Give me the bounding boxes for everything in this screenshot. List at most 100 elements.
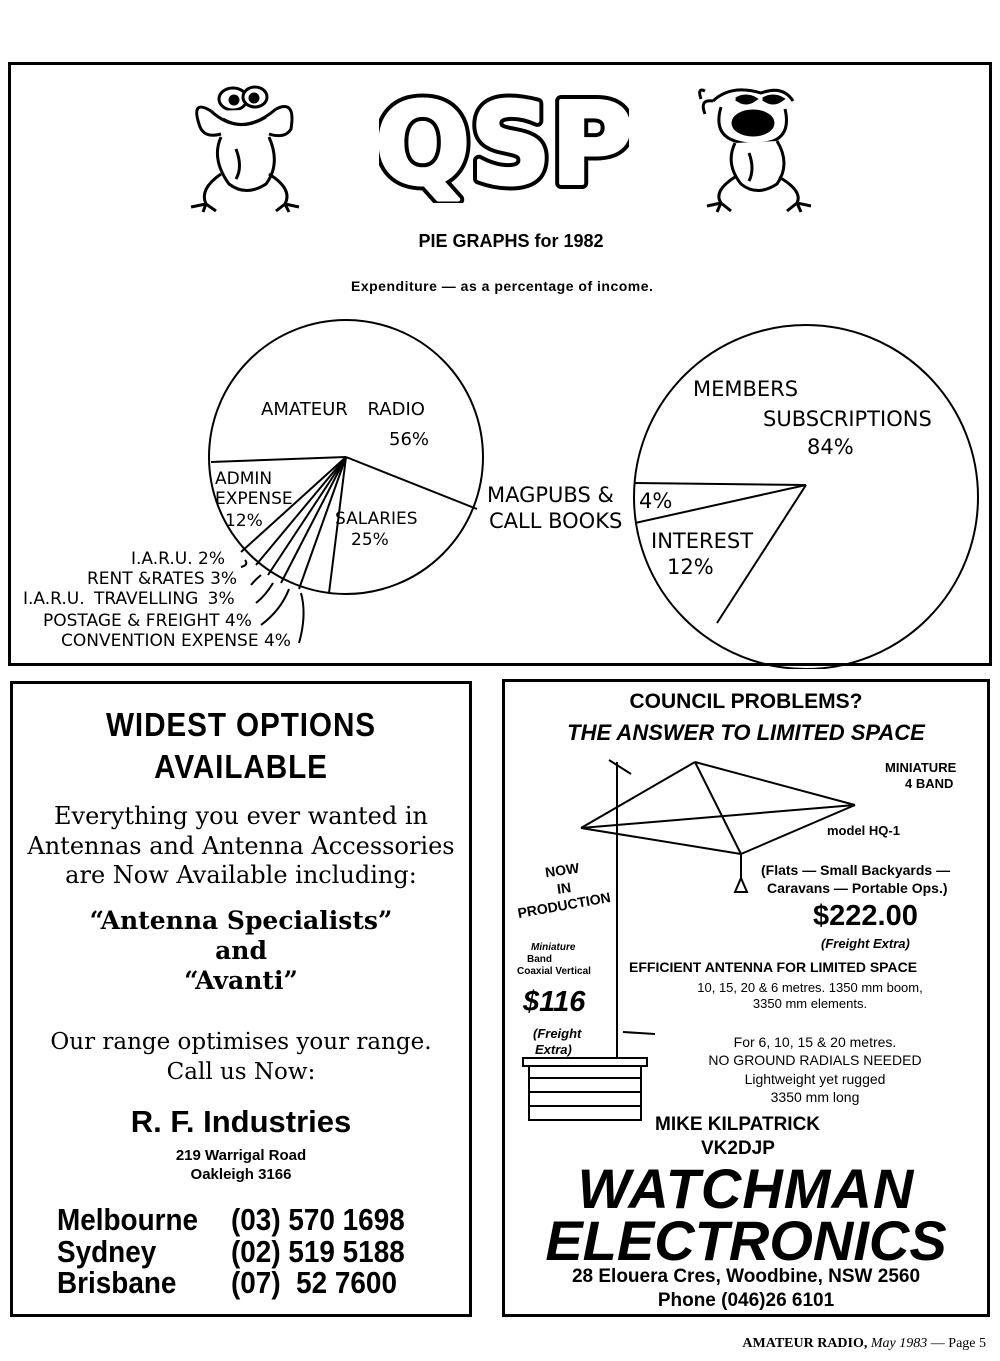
rf-address-1: 219 Warrigal Road <box>175 1147 307 1164</box>
rf-headline-2: AVAILABLE <box>154 748 328 785</box>
interest-value: 12% <box>667 555 714 579</box>
interest-label: INTEREST <box>651 529 754 553</box>
antenna-arm-2 <box>694 761 856 806</box>
rf-body-1: Everything you ever wanted in <box>54 802 428 830</box>
iaru-label: I.A.R.U. 2% <box>131 549 225 569</box>
rf-brand-and: and <box>215 936 267 965</box>
vertical-miniature: Miniature <box>531 942 576 953</box>
watchman-callsign: VK2DJP <box>701 1138 775 1159</box>
watchman-spec-2: 3350 mm elements. <box>752 996 868 1011</box>
admin-value: 12% <box>225 511 263 531</box>
iaru-travelling-label: I.A.R.U. TRAVELLING 3% <box>23 589 235 609</box>
vertical-yagi-boom <box>622 1031 656 1035</box>
watchman-price-vertical: $116 <box>523 986 586 1018</box>
members-value: 84% <box>807 435 854 459</box>
watchman-company-2: ELECTRONICS <box>545 1209 947 1272</box>
leader-rent <box>250 574 262 586</box>
watchman-spec-1: 10, 15, 20 & 6 metres. 1350 mm boom, <box>697 980 923 995</box>
watchman-miniature: MINIATURE <box>885 760 957 775</box>
antenna-arm-1 <box>580 761 696 829</box>
slice-divider-admin-top <box>210 456 347 463</box>
slice-divider-salaries <box>328 456 347 594</box>
rf-brand-2: “Avanti” <box>184 966 298 995</box>
rf-company-name: R. F. Industries <box>130 1104 352 1139</box>
watchman-spec-4: NO GROUND RADIALS NEEDED <box>708 1052 922 1068</box>
vertical-coaxial: Coaxial Vertical <box>517 966 591 977</box>
watchman-flats-2: Caravans — Portable Ops.) <box>767 880 948 896</box>
rf-brand-1: “Antenna Specialists” <box>89 906 393 935</box>
qsp-logo-text-inner: QSP <box>379 83 629 203</box>
footer-issue: May 1983 <box>870 1336 928 1351</box>
qsp-section: QSP QSP PIE GRAPHS for 1982 Expenditure … <box>8 62 992 669</box>
watchman-price-main: $222.00 <box>813 900 918 932</box>
watchman-spec-5: Lightweight yet rugged <box>744 1071 886 1087</box>
members-label: MEMBERS <box>693 377 799 401</box>
postage-label: POSTAGE & FREIGHT 4% <box>43 611 252 631</box>
callbooks-label: CALL BOOKS <box>489 509 623 533</box>
magpubs-value: 4% <box>639 489 673 513</box>
footer-page: — Page 5 <box>930 1336 986 1351</box>
rf-phone-number-melbourne: (03) 570 1698 <box>231 1202 405 1237</box>
vertical-freight-1: (Freight <box>533 1026 582 1041</box>
frog-left-illustration <box>190 85 300 213</box>
amateur-radio-value: 56% <box>389 429 430 450</box>
slice-divider-admin-bottom <box>240 456 347 553</box>
slice-divider-postage <box>298 456 347 590</box>
watchman-headline-2: THE ANSWER TO LIMITED SPACE <box>567 720 925 745</box>
convention-label: CONVENTION EXPENSE 4% <box>61 631 291 651</box>
rf-phone-number-sydney: (02) 519 5188 <box>231 1234 405 1269</box>
qsp-logo: QSP QSP <box>379 83 629 203</box>
pie-graphs-heading: PIE GRAPHS for 1982 <box>418 231 604 251</box>
expenditure-pie-chart <box>208 319 979 669</box>
now-in-production-2: IN <box>555 879 573 897</box>
leader-postage <box>260 588 290 626</box>
magpubs-label: MAGPUBS & <box>487 483 614 507</box>
expenditure-pie-outline <box>208 319 484 595</box>
leader-iaru <box>240 559 248 568</box>
rf-body-3: are Now Available including: <box>65 861 417 889</box>
antenna-arm-4 <box>580 827 742 855</box>
watchman-contact-name: MIKE KILPATRICK <box>655 1114 821 1135</box>
antenna-cross-2 <box>580 804 856 829</box>
amateur-radio-label: AMATEUR RADIO <box>261 399 425 420</box>
antenna-cross-1 <box>694 761 742 855</box>
quad-antenna-illustration <box>522 759 856 1121</box>
watchman-phone: Phone (046)26 6101 <box>657 1290 835 1311</box>
slice-divider-magpubs-bottom <box>634 484 807 524</box>
page-footer: AMATEUR RADIO, May 1983 — Page 5 <box>742 1336 986 1352</box>
income-pie-outline <box>633 324 979 669</box>
antenna-arm-3 <box>740 804 856 855</box>
rf-phone-city-sydney: Sydney <box>57 1234 157 1269</box>
vertical-top-element <box>608 759 632 775</box>
admin-label: ADMIN <box>215 469 273 489</box>
watchman-four-band: 4 BAND <box>905 776 954 791</box>
admin-label-2: EXPENSE <box>215 489 293 509</box>
subscriptions-label: SUBSCRIPTIONS <box>763 407 932 431</box>
antenna-balun <box>733 875 749 893</box>
rf-phone-city-brisbane: Brisbane <box>57 1265 177 1300</box>
rf-body-2: Antennas and Antenna Accessories <box>27 832 455 860</box>
rf-slogan-2: Call us Now: <box>166 1059 316 1085</box>
rf-slogan-1: Our range optimises your range. <box>50 1029 432 1055</box>
watchman-flats-1: (Flats — Small Backyards — <box>761 862 951 878</box>
slice-divider-travelling <box>280 456 347 584</box>
pie-graphs-subheading: Expenditure — as a percentage of income. <box>351 278 654 294</box>
slice-divider-magpubs-top <box>634 482 807 486</box>
watchman-model: model HQ-1 <box>827 823 900 838</box>
slice-divider-rent <box>267 456 347 576</box>
slice-divider-iaru <box>255 456 347 566</box>
footer-magazine: AMATEUR RADIO, <box>742 1336 868 1351</box>
salaries-value: 25% <box>351 530 389 550</box>
watchman-electronics-ad: COUNCIL PROBLEMS? THE ANSWER TO LIMITED … <box>502 679 990 1317</box>
rf-phone-city-melbourne: Melbourne <box>57 1202 199 1237</box>
watchman-headline-1: COUNCIL PROBLEMS? <box>629 690 863 713</box>
vertical-band: Band <box>527 954 552 965</box>
vertical-freight-2: Extra) <box>535 1042 572 1057</box>
rf-phone-number-brisbane: (07) 52 7600 <box>231 1265 397 1300</box>
rf-headline-1: WIDEST OPTIONS <box>105 706 377 743</box>
slice-divider-amateur-radio <box>345 456 478 510</box>
leader-travelling <box>255 582 274 604</box>
watchman-company-1: WATCHMAN <box>577 1157 915 1220</box>
leader-convention <box>298 592 305 644</box>
rent-label: RENT &RATES 3% <box>87 569 238 589</box>
